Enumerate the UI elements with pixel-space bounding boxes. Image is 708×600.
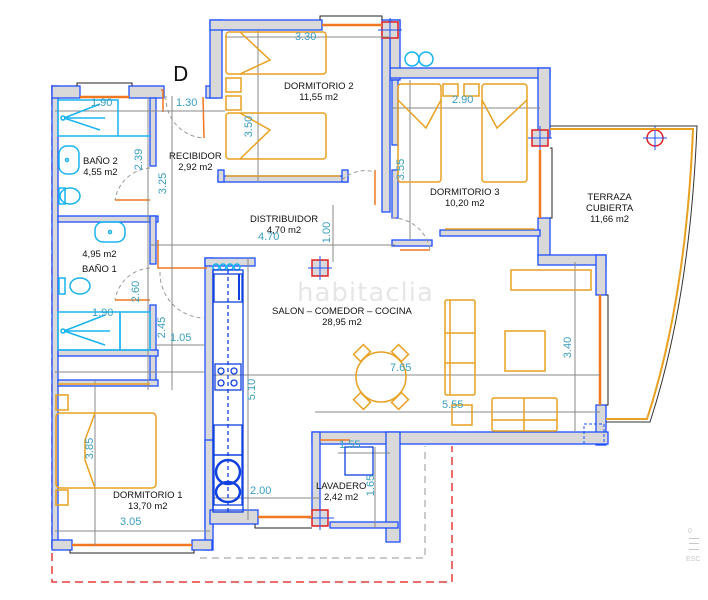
- dim-dorm2-width: 3.30: [295, 31, 317, 43]
- dim-recibidor-width: 1.30: [176, 97, 198, 109]
- room-area: 4,95 m2: [82, 249, 117, 260]
- dim-dorm1-width: 3.05: [120, 516, 142, 528]
- room-area: 10,20 m2: [444, 198, 485, 209]
- room-name: BAÑO 1: [82, 264, 117, 275]
- dim-lavadero-height: 1.65: [365, 474, 378, 497]
- dim-bano1-width: 1.90: [92, 307, 114, 319]
- dim-recibidor-height: 3.25: [157, 172, 170, 195]
- room-name: SALON – COMEDOR – COCINA: [272, 306, 412, 317]
- room-label-dormitorio1: DORMITORIO 1 13,70 m2: [113, 490, 183, 512]
- kitchen-counter: [212, 269, 374, 513]
- dim-lavadero-width: 1.55: [339, 439, 361, 451]
- room-name: TERRAZA: [587, 192, 632, 203]
- window-sills: [69, 15, 609, 554]
- viewer-escape-control[interactable]: 0 ESC: [686, 528, 704, 570]
- room-area: 11,55 m2: [299, 92, 339, 103]
- room-name: DORMITORIO 3: [430, 187, 500, 198]
- dim-kitchen-width: 2.00: [250, 485, 272, 497]
- windows: [72, 23, 602, 547]
- room-area: 2,92 m2: [178, 162, 213, 173]
- dim-dorm3-height: 3.55: [395, 158, 408, 181]
- dim-kitchen-length: 5.10: [246, 378, 259, 401]
- door-swings: [114, 95, 431, 319]
- room-label-dormitorio2: DORMITORIO 2 11,55 m2: [284, 81, 354, 103]
- menu-icon[interactable]: [689, 538, 699, 550]
- dim-distribuidor-width: 4.70: [258, 231, 280, 243]
- dim-hall-width: 1.05: [170, 332, 192, 344]
- esc-button[interactable]: ESC: [686, 556, 701, 563]
- room-label-lavadero: LAVADERO 2,42 m2: [316, 481, 366, 503]
- room-name: DISTRIBUIDOR: [250, 214, 319, 225]
- room-name: DORMITORIO 1: [113, 490, 183, 501]
- room-area: 28,95 m2: [322, 317, 362, 328]
- dim-salon-width: 7.65: [390, 362, 412, 374]
- room-label-terraza: TERRAZA CUBIERTA 11,66 m2: [586, 192, 633, 225]
- room-label-salon: SALON – COMEDOR – COCINA 28,95 m2: [272, 306, 412, 328]
- room-area: 4,55 m2: [83, 167, 118, 178]
- dim-hall-height: 2.45: [156, 316, 169, 339]
- room-name: BAÑO 2: [83, 156, 118, 167]
- sanitary-fixtures: [57, 51, 434, 351]
- dim-distribuidor-height: 1.00: [321, 221, 334, 244]
- room-label-bano2: BAÑO 2 4,55 m2: [83, 156, 118, 178]
- watermark: habitaclia: [297, 278, 434, 308]
- furniture: [55, 31, 592, 506]
- room-area: 4,70 m2: [266, 225, 302, 236]
- column-marker: [378, 18, 402, 42]
- room-label-dormitorio3: DORMITORIO 3 10,20 m2: [430, 187, 500, 209]
- room-area: 13,70 m2: [127, 501, 168, 512]
- dim-bano2-height: 2.39: [133, 148, 146, 171]
- structural-columns: [308, 18, 667, 530]
- dim-dorm3-width: 2.90: [452, 94, 474, 106]
- room-name: LAVADERO: [316, 481, 367, 492]
- balcony-outline: [200, 446, 426, 559]
- room-area: 11,66 m2: [590, 214, 630, 225]
- walls: [51, 19, 609, 551]
- column-marker: [308, 256, 332, 280]
- column-marker: [528, 126, 552, 150]
- room-label-bano1: 4,95 m2 BAÑO 1: [82, 249, 117, 275]
- dim-salon-height: 3.40: [562, 336, 575, 359]
- room-label-recibidor: RECIBIDOR 2,92 m2: [169, 151, 222, 173]
- dimension-lines: [55, 30, 600, 545]
- dim-salon-inner-width: 5.55: [442, 399, 464, 411]
- room-name: DORMITORIO 2: [284, 81, 354, 92]
- dim-dorm1-height: 3.85: [84, 437, 97, 460]
- terrace-outline: [550, 125, 698, 423]
- dim-bano2-width: 1.90: [91, 97, 113, 109]
- dim-dorm2-height: 3.50: [243, 115, 256, 138]
- dim-bano1-height: 2.60: [130, 280, 143, 303]
- unit-letter: D: [173, 62, 189, 86]
- column-marker-dashed: [583, 423, 605, 445]
- room-name: RECIBIDOR: [169, 151, 222, 162]
- room-name-2: CUBIERTA: [586, 203, 634, 214]
- room-label-distribuidor: DISTRIBUIDOR 4,70 m2: [250, 214, 318, 236]
- doors: [115, 89, 430, 441]
- room-area: 2,42 m2: [324, 492, 359, 503]
- zoom-level: 0: [688, 528, 692, 535]
